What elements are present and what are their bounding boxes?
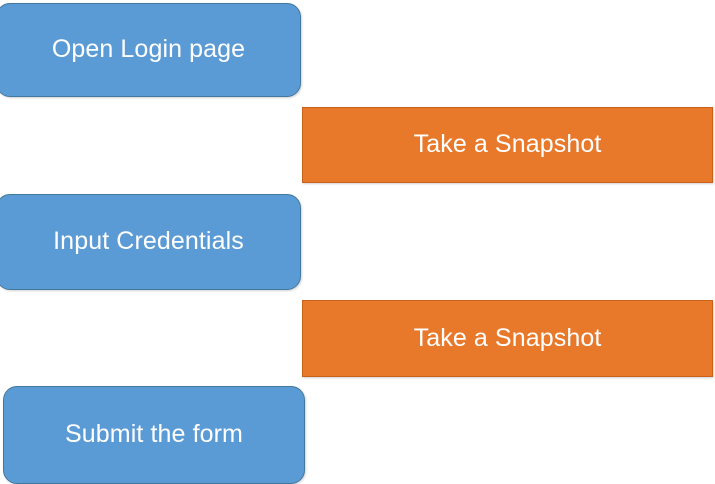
flow-node-label: Take a Snapshot [413, 130, 602, 159]
flow-node-label: Input Credentials [53, 227, 244, 256]
flow-node-take-a-snapshot-1[interactable]: Take a Snapshot [302, 107, 713, 183]
flow-node-submit-the-form[interactable]: Submit the form [3, 386, 305, 484]
flow-node-input-credentials[interactable]: Input Credentials [0, 194, 301, 290]
flow-node-label: Open Login page [51, 35, 246, 64]
flow-node-label: Take a Snapshot [413, 323, 602, 352]
flow-node-label: Submit the form [65, 420, 243, 449]
flow-node-take-a-snapshot-2[interactable]: Take a Snapshot [302, 300, 713, 377]
flow-node-open-login-page[interactable]: Open Login page [0, 3, 301, 97]
